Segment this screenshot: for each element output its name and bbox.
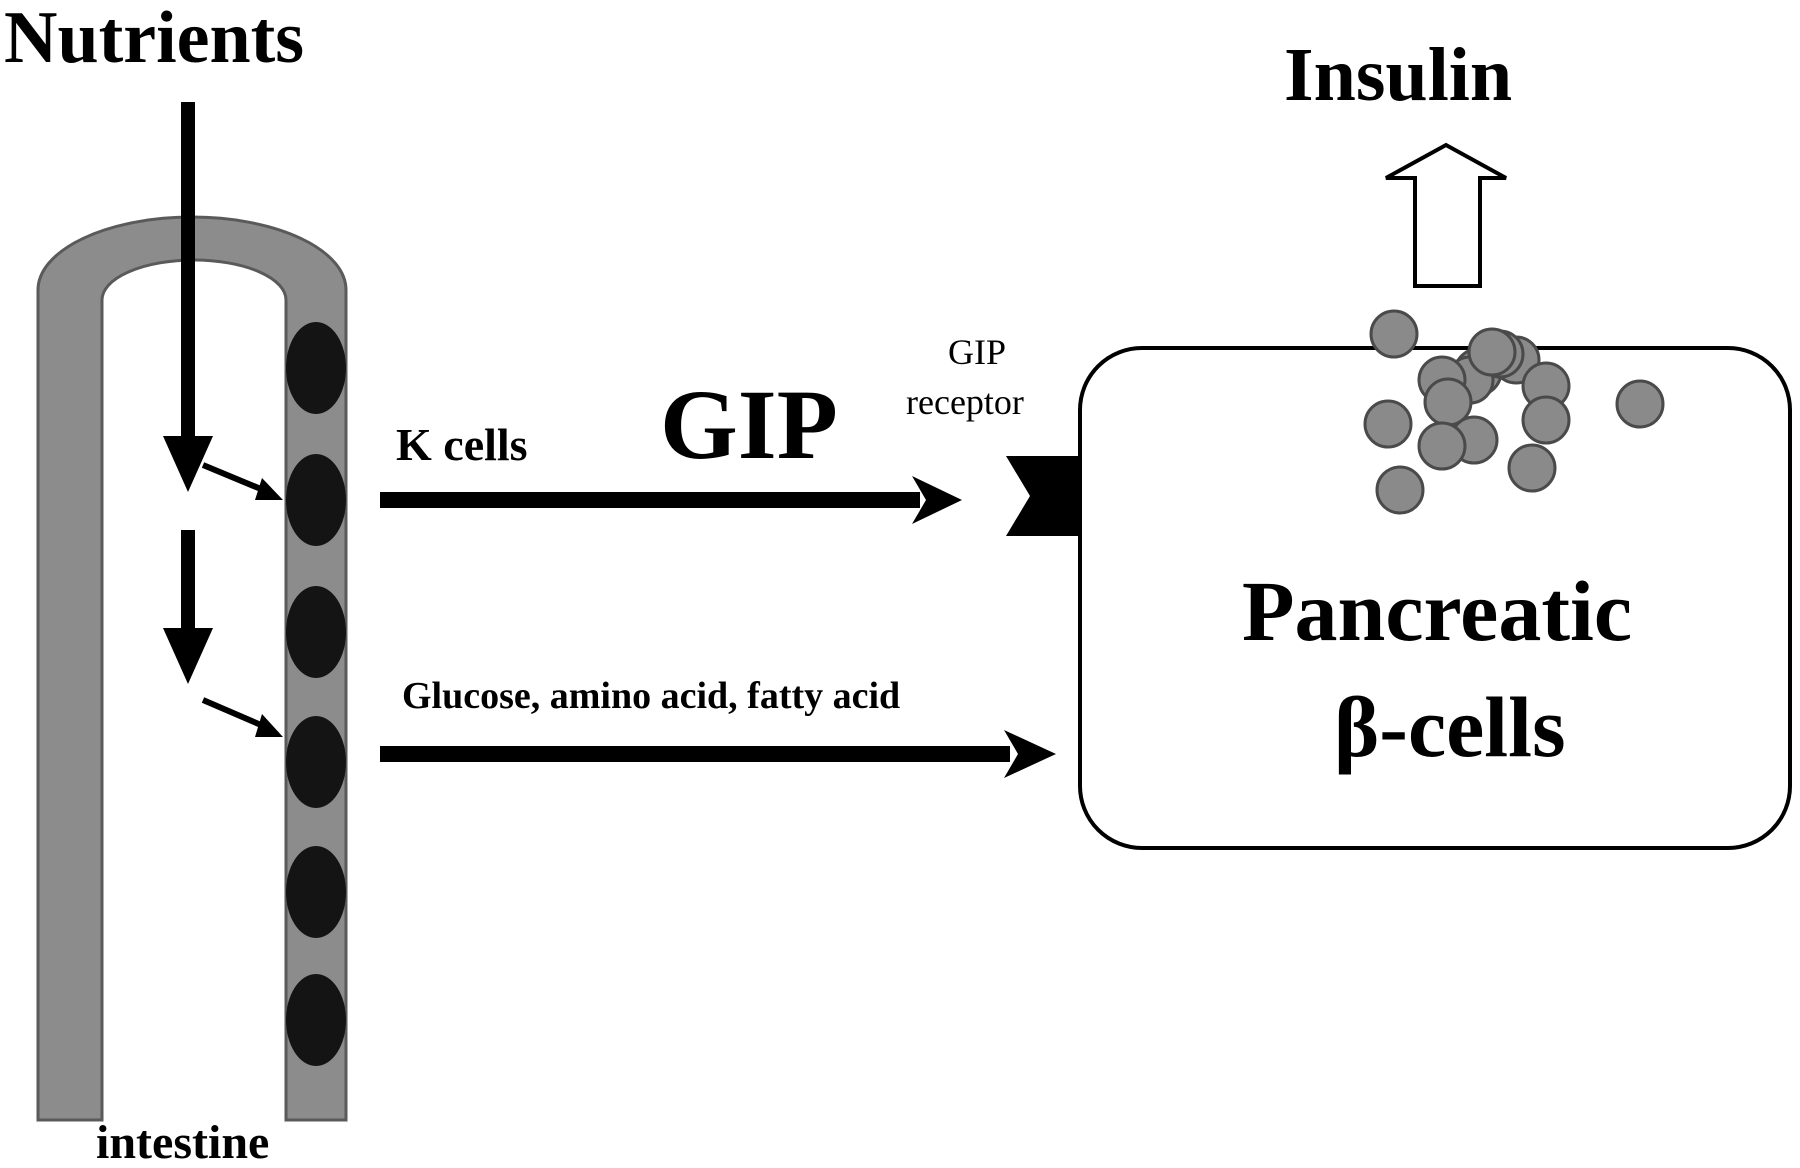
k-cell: [286, 716, 346, 808]
down-arrow-head: [163, 628, 213, 684]
insulin-granule: [1375, 465, 1425, 515]
gip-arrow: [380, 476, 962, 524]
beta-cells-label: β-cells: [1334, 679, 1566, 775]
insulin-label: Insulin: [1284, 33, 1512, 117]
gip-receptor-label-line2: receptor: [906, 382, 1024, 422]
k-cell: [286, 586, 346, 678]
down-arrow-head: [163, 436, 213, 492]
k-cell: [286, 974, 346, 1066]
gip-label: GIP: [660, 369, 838, 480]
nutrients-label: Nutrients: [4, 0, 304, 79]
diagonal-arrow-head: [255, 478, 283, 500]
nutrient-signal-arrow: [380, 730, 1056, 778]
intestine: [36, 215, 348, 1122]
gip-receptor-label-line1: GIP: [948, 332, 1006, 372]
insulin-release-arrow-icon: [1385, 142, 1507, 288]
intestine-label: intestine: [96, 1116, 269, 1168]
insulin-granule: [1507, 443, 1557, 493]
k-cell: [286, 454, 346, 546]
k-cell: [286, 846, 346, 938]
k-cells-label: K cells: [396, 419, 528, 470]
insulin-granule: [1369, 309, 1419, 359]
insulin-granules: [1363, 309, 1665, 515]
insulin-granule: [1615, 379, 1665, 429]
nutrient-flow-arrows: [163, 102, 283, 737]
pancreatic-beta-cell: [1078, 346, 1792, 850]
k-cell: [286, 322, 346, 414]
nutrient-list-label: Glucose, amino acid, fatty acid: [402, 675, 900, 717]
diagonal-arrow-head: [255, 714, 283, 737]
k-cells: [286, 322, 346, 1066]
insulin-granule: [1417, 421, 1467, 471]
pancreatic-label: Pancreatic: [1242, 563, 1632, 659]
gip-receptor-icon: [1006, 456, 1082, 536]
insulin-granule: [1467, 327, 1517, 377]
insulin-granule: [1363, 399, 1413, 449]
insulin-granule: [1521, 395, 1571, 445]
